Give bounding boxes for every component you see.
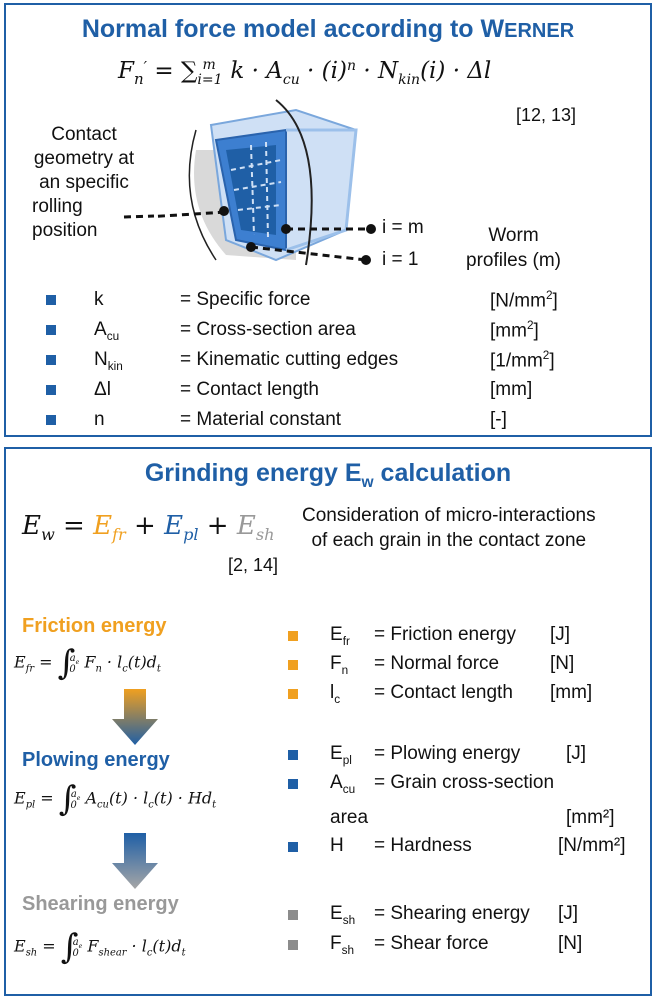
shearing-energy-formula: Esh = ∫0ae Fshear · lc(t)dt — [14, 927, 186, 967]
list-bullet — [288, 910, 298, 920]
consideration-line: of each grain in the contact zone — [311, 530, 587, 551]
list-bullet — [46, 325, 56, 335]
var-unit: [-] — [490, 409, 507, 430]
var-symbol: Acu — [94, 319, 120, 343]
list-bullet — [288, 660, 298, 670]
worm-profiles-label: Worm profiles (m) — [466, 223, 561, 273]
worm-label-line: profiles (m) — [466, 250, 562, 271]
var-description: = Shear force — [374, 933, 489, 954]
i-equals-m-label: i = m — [382, 217, 424, 238]
var-unit: [J] — [558, 903, 579, 924]
plowing-energy-formula: Epl = ∫0ae Acu(t) · lc(t) · Hdt — [14, 779, 217, 819]
contact-label-line: geometry at — [33, 148, 135, 169]
normal-force-title: Normal force model according to WERNER — [6, 15, 650, 44]
normal-force-panel: Normal force model according to WERNER F… — [4, 3, 652, 437]
var-unit: [J] — [566, 743, 587, 764]
contact-leader-line — [156, 210, 227, 218]
var-unit: [mm] — [550, 682, 593, 703]
list-bullet — [288, 750, 298, 760]
friction-energy-heading: Friction energy — [22, 615, 167, 637]
consideration-line: Consideration of micro-interactions — [302, 505, 596, 526]
var-symbol: k — [94, 289, 104, 310]
var-unit: [N] — [550, 653, 575, 674]
var-unit: [N] — [558, 933, 583, 954]
normal-force-reference: [12, 13] — [516, 105, 577, 125]
list-bullet — [46, 295, 56, 305]
var-description: = Cross-section area — [180, 319, 356, 340]
var-symbol: Δl — [94, 379, 111, 400]
var-description: = Contact length — [180, 379, 319, 400]
var-description: = Hardness — [374, 835, 472, 856]
list-bullet — [288, 631, 298, 641]
var-symbol: n — [94, 409, 105, 430]
shearing-energy-heading: Shearing energy — [22, 893, 179, 915]
consideration-text: Consideration of micro-interactions of e… — [302, 503, 596, 553]
contact-geometry-label: Contact geometry at an specific rolling … — [14, 123, 154, 243]
grinding-energy-reference: [2, 14] — [228, 555, 279, 575]
var-description: area — [330, 807, 369, 828]
var-unit: [mm] — [490, 379, 533, 400]
contact-leader-start — [123, 214, 155, 219]
var-unit: [N/mm²] — [558, 835, 626, 856]
var-description: = Material constant — [180, 409, 342, 430]
gear-flank-curve — [275, 99, 313, 266]
down-arrow-friction-to-plowing — [112, 689, 158, 745]
var-symbol: Esh — [330, 903, 356, 927]
list-bullet — [46, 415, 56, 425]
var-description: = Normal force — [374, 653, 500, 674]
grinding-energy-panel: Grinding energy Ew calculation Ew = Efr … — [4, 447, 652, 996]
plowing-energy-heading: Plowing energy — [22, 749, 170, 771]
friction-energy-formula: Efr = ∫0ae Fn · lc(t)dt — [14, 643, 161, 683]
var-description: = Plowing energy — [374, 743, 521, 764]
var-unit: [mm²] — [566, 807, 615, 828]
var-unit: [N/mm2] — [490, 289, 558, 312]
list-bullet — [46, 355, 56, 365]
var-symbol: Acu — [330, 772, 356, 796]
var-symbol: Fn — [330, 653, 349, 677]
var-symbol: Efr — [330, 624, 350, 648]
contact-label-line: rolling — [32, 196, 83, 217]
var-symbol: Nkin — [94, 349, 123, 373]
normal-force-formula: Fn′ = ∑i=1m k · Acu · (i)n · Nkin(i) · Δ… — [118, 57, 492, 88]
contact-geometry-illustration — [156, 99, 376, 266]
contact-label-line: position — [32, 220, 98, 241]
contact-label-line: Contact — [51, 124, 117, 145]
var-unit: [J] — [550, 624, 571, 645]
var-description: = Grain cross-section — [374, 772, 555, 793]
var-description: = Shearing energy — [374, 903, 530, 924]
contact-core-shape — [226, 145, 276, 235]
var-unit: [1/mm2] — [490, 349, 555, 372]
i-equals-1-label: i = 1 — [382, 249, 419, 270]
worm-label-line: Worm — [488, 225, 539, 246]
var-symbol: Fsh — [330, 933, 355, 957]
list-bullet — [288, 940, 298, 950]
var-description: = Specific force — [180, 289, 311, 310]
grinding-energy-formula: Ew = Efr + Epl + Esh — [22, 511, 275, 545]
var-symbol: H — [330, 835, 344, 856]
list-bullet — [288, 689, 298, 699]
grinding-energy-title: Grinding energy Ew calculation — [144, 459, 512, 491]
list-bullet — [288, 842, 298, 852]
down-arrow-plowing-to-shearing — [112, 833, 158, 889]
var-description: = Friction energy — [374, 624, 517, 645]
var-description: = Kinematic cutting edges — [180, 349, 399, 370]
var-symbol: Epl — [330, 743, 352, 767]
var-symbol: lc — [330, 682, 341, 706]
normal-force-title-text: Normal force model according to W — [81, 15, 505, 43]
list-bullet — [46, 385, 56, 395]
contact-label-line: an specific — [39, 172, 129, 193]
var-unit: [mm2] — [490, 319, 539, 342]
list-bullet — [288, 779, 298, 789]
var-description: = Contact length — [374, 682, 513, 703]
werner-smallcaps: ERNER — [504, 20, 575, 42]
